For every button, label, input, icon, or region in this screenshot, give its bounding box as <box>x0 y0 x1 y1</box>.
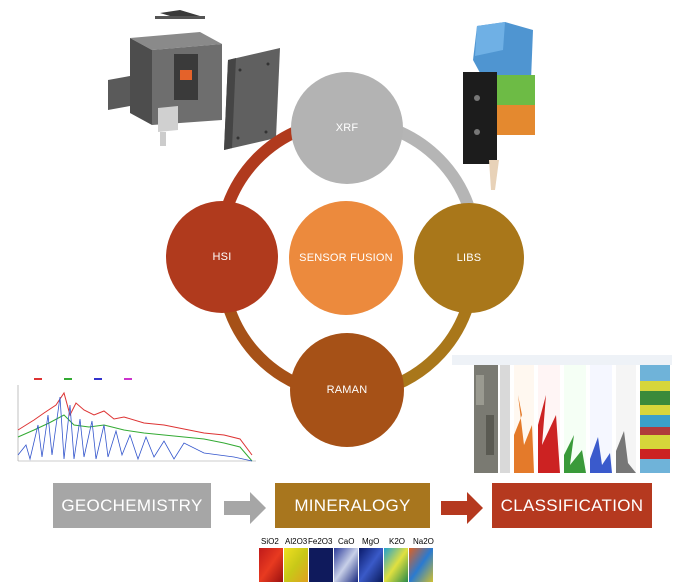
mineralogy-stage: MINERALOGY <box>275 483 430 528</box>
sensor-fusion-label: SENSOR FUSION <box>299 252 393 264</box>
oxide-label-mgo: MgO <box>362 537 380 546</box>
libs-node: LIBS <box>414 203 524 313</box>
raman-node: RAMAN <box>290 333 404 447</box>
oxide-label-k2o: K2O <box>389 537 406 546</box>
raman-label: RAMAN <box>326 384 368 396</box>
oxide-label-fe2o3: Fe2O3 <box>308 537 333 546</box>
oxide-label-al2o3: Al2O3 <box>285 537 308 546</box>
geochemistry-stage: GEOCHEMISTRY <box>53 483 211 528</box>
arrow-mineralogy-to-classification <box>441 492 483 524</box>
oxide-map-strip <box>259 548 433 582</box>
hsi-label: HSI <box>212 251 232 263</box>
libs-label: LIBS <box>456 252 482 264</box>
arrow-geochemistry-to-mineralogy <box>224 492 266 524</box>
xrf-device-illustration <box>108 10 280 150</box>
xrf-node: XRF <box>291 72 403 184</box>
mineralogy-label: MINERALOGY <box>294 495 411 515</box>
geochemistry-label: GEOCHEMISTRY <box>61 495 203 515</box>
libs-device-illustration <box>463 22 535 190</box>
oxide-label-cao: CaO <box>338 537 355 546</box>
oxide-label-sio2: SiO2 <box>261 537 279 546</box>
borehole-log-thumbnail <box>452 355 672 473</box>
xrf-label: XRF <box>335 122 359 134</box>
spectrum-plot-thumbnail <box>4 375 259 470</box>
classification-stage: CLASSIFICATION <box>492 483 652 528</box>
hsi-node: HSI <box>166 201 278 313</box>
classification-label: CLASSIFICATION <box>500 495 644 515</box>
oxide-label-na2o: Na2O <box>413 537 434 546</box>
sensor-fusion-node: SENSOR FUSION <box>289 201 403 315</box>
